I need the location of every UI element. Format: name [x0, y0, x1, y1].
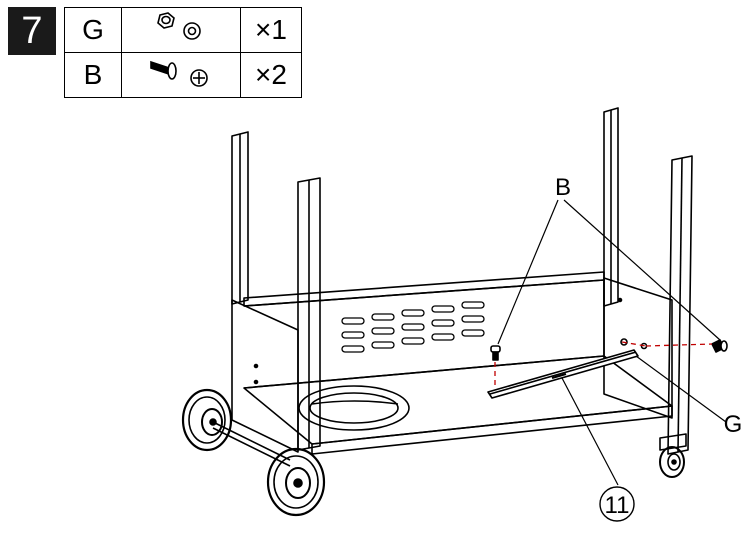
bolt-b-left: [490, 345, 501, 361]
parts-row-b: B ×2: [64, 52, 302, 98]
left-side-panel: [231, 299, 299, 453]
front-right-leg: [667, 155, 693, 455]
callout-bolt-label: B: [555, 174, 571, 201]
left-rear-wheel: [181, 388, 291, 467]
right-side-panel: [603, 277, 673, 419]
left-front-wheel: [266, 447, 326, 517]
part-quantity: ×1: [240, 7, 302, 53]
rear-right-leg: [603, 107, 619, 307]
bottom-shelf: [243, 355, 673, 455]
parts-row-g: G ×1: [64, 7, 302, 53]
callout-nut-label: G: [724, 411, 743, 438]
bolt-and-screw-head-icon: [121, 52, 241, 98]
alignment-dashes: [494, 341, 713, 388]
front-left-leg: [297, 177, 321, 451]
right-front-caster: [659, 433, 687, 478]
bolt-b-right: [711, 339, 728, 353]
callout-part-number: 11: [605, 492, 630, 519]
leader-lines: [497, 199, 727, 486]
step-number-badge: 7: [8, 7, 56, 55]
parts-list-table: G ×1 B: [64, 7, 302, 98]
rear-left-leg: [231, 131, 249, 305]
part-letter: B: [64, 52, 122, 98]
part-quantity: ×2: [240, 52, 302, 98]
